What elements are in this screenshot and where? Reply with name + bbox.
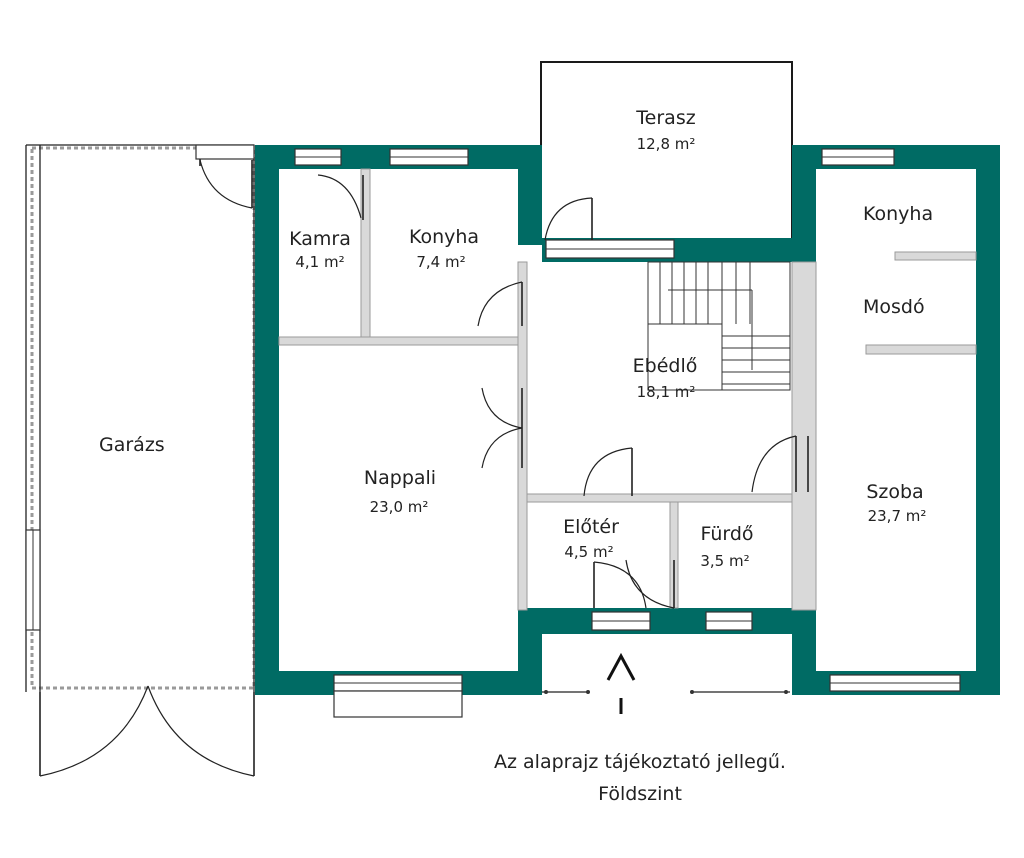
wall-east (976, 145, 1000, 695)
floor-label: Földszint (598, 783, 682, 805)
label-konyha2-name: Konyha (863, 203, 933, 225)
label-eloter-name: Előtér (563, 516, 619, 538)
wall-kitchen-east (518, 145, 542, 245)
door-entrance-arc (593, 561, 647, 609)
doors (317, 174, 809, 609)
label-nappali-area: 23,0 m² (370, 498, 429, 516)
label-kamra-area: 4,1 m² (295, 253, 344, 271)
label-furdo-area: 3,5 m² (700, 552, 749, 570)
label-furdo-name: Fürdő (700, 523, 753, 545)
inner-wall-dining-south (526, 493, 793, 503)
terrace (540, 61, 793, 245)
label-nappali-name: Nappali (364, 467, 436, 489)
label-mosdo-name: Mosdó (863, 296, 925, 318)
wall-middle-south (518, 608, 816, 634)
wall-right-upper (792, 145, 816, 262)
inner-wall-kitchen-living (278, 336, 519, 346)
inner-walls (278, 168, 977, 611)
door-bath-arc (625, 559, 675, 609)
label-ebedlo-area: 18,1 m² (637, 383, 696, 401)
entrance-arrow-icon (606, 652, 636, 714)
inner-wall-pantry-kitchen (360, 168, 371, 338)
garage (25, 144, 256, 777)
entrance-railings (542, 690, 790, 694)
door-living-upper-arc (481, 387, 523, 429)
garage-door-frame (195, 144, 255, 160)
door-terrace-arc (544, 197, 593, 241)
label-konyha-name: Konyha (409, 226, 479, 248)
garage-outline-dashed (30, 146, 256, 690)
door-living-lower-arc (481, 427, 523, 469)
door-kitchen-arc (477, 281, 523, 327)
inner-wall-mosdo-szoba (865, 344, 977, 355)
door-pantry-arc (317, 174, 362, 219)
windows (294, 148, 961, 718)
label-konyha-area: 7,4 m² (416, 253, 465, 271)
garage-gate-arc-right (147, 685, 255, 777)
label-szoba-area: 23,7 m² (868, 507, 927, 525)
door-szoba-arc (751, 435, 797, 493)
staircase (647, 261, 791, 391)
garage-door-arc (199, 159, 253, 209)
label-eloter-area: 4,5 m² (564, 543, 613, 561)
label-terasz-name: Terasz (635, 107, 695, 129)
plan-notes: Az alaprajz tájékoztató jellegű. Földszi… (494, 751, 786, 805)
label-szoba-name: Szoba (866, 481, 923, 503)
garage-gate-arc-left (39, 685, 149, 777)
wall-right-lower (792, 610, 816, 695)
inner-wall-konyha-mosdo (894, 251, 977, 261)
wall-west (255, 145, 279, 695)
label-ebedlo-name: Ebédlő (633, 355, 698, 377)
label-garazs-name: Garázs (99, 434, 165, 456)
door-hall-arc (583, 447, 633, 497)
disclaimer-text: Az alaprajz tájékoztató jellegű. (494, 751, 786, 773)
label-kamra-name: Kamra (289, 228, 351, 250)
window-bay-living-room (333, 690, 463, 718)
room-labels: Terasz 12,8 m² Kamra 4,1 m² Konyha 7,4 m… (99, 107, 933, 570)
label-terasz-area: 12,8 m² (637, 135, 696, 153)
terrace-outline (540, 61, 793, 245)
